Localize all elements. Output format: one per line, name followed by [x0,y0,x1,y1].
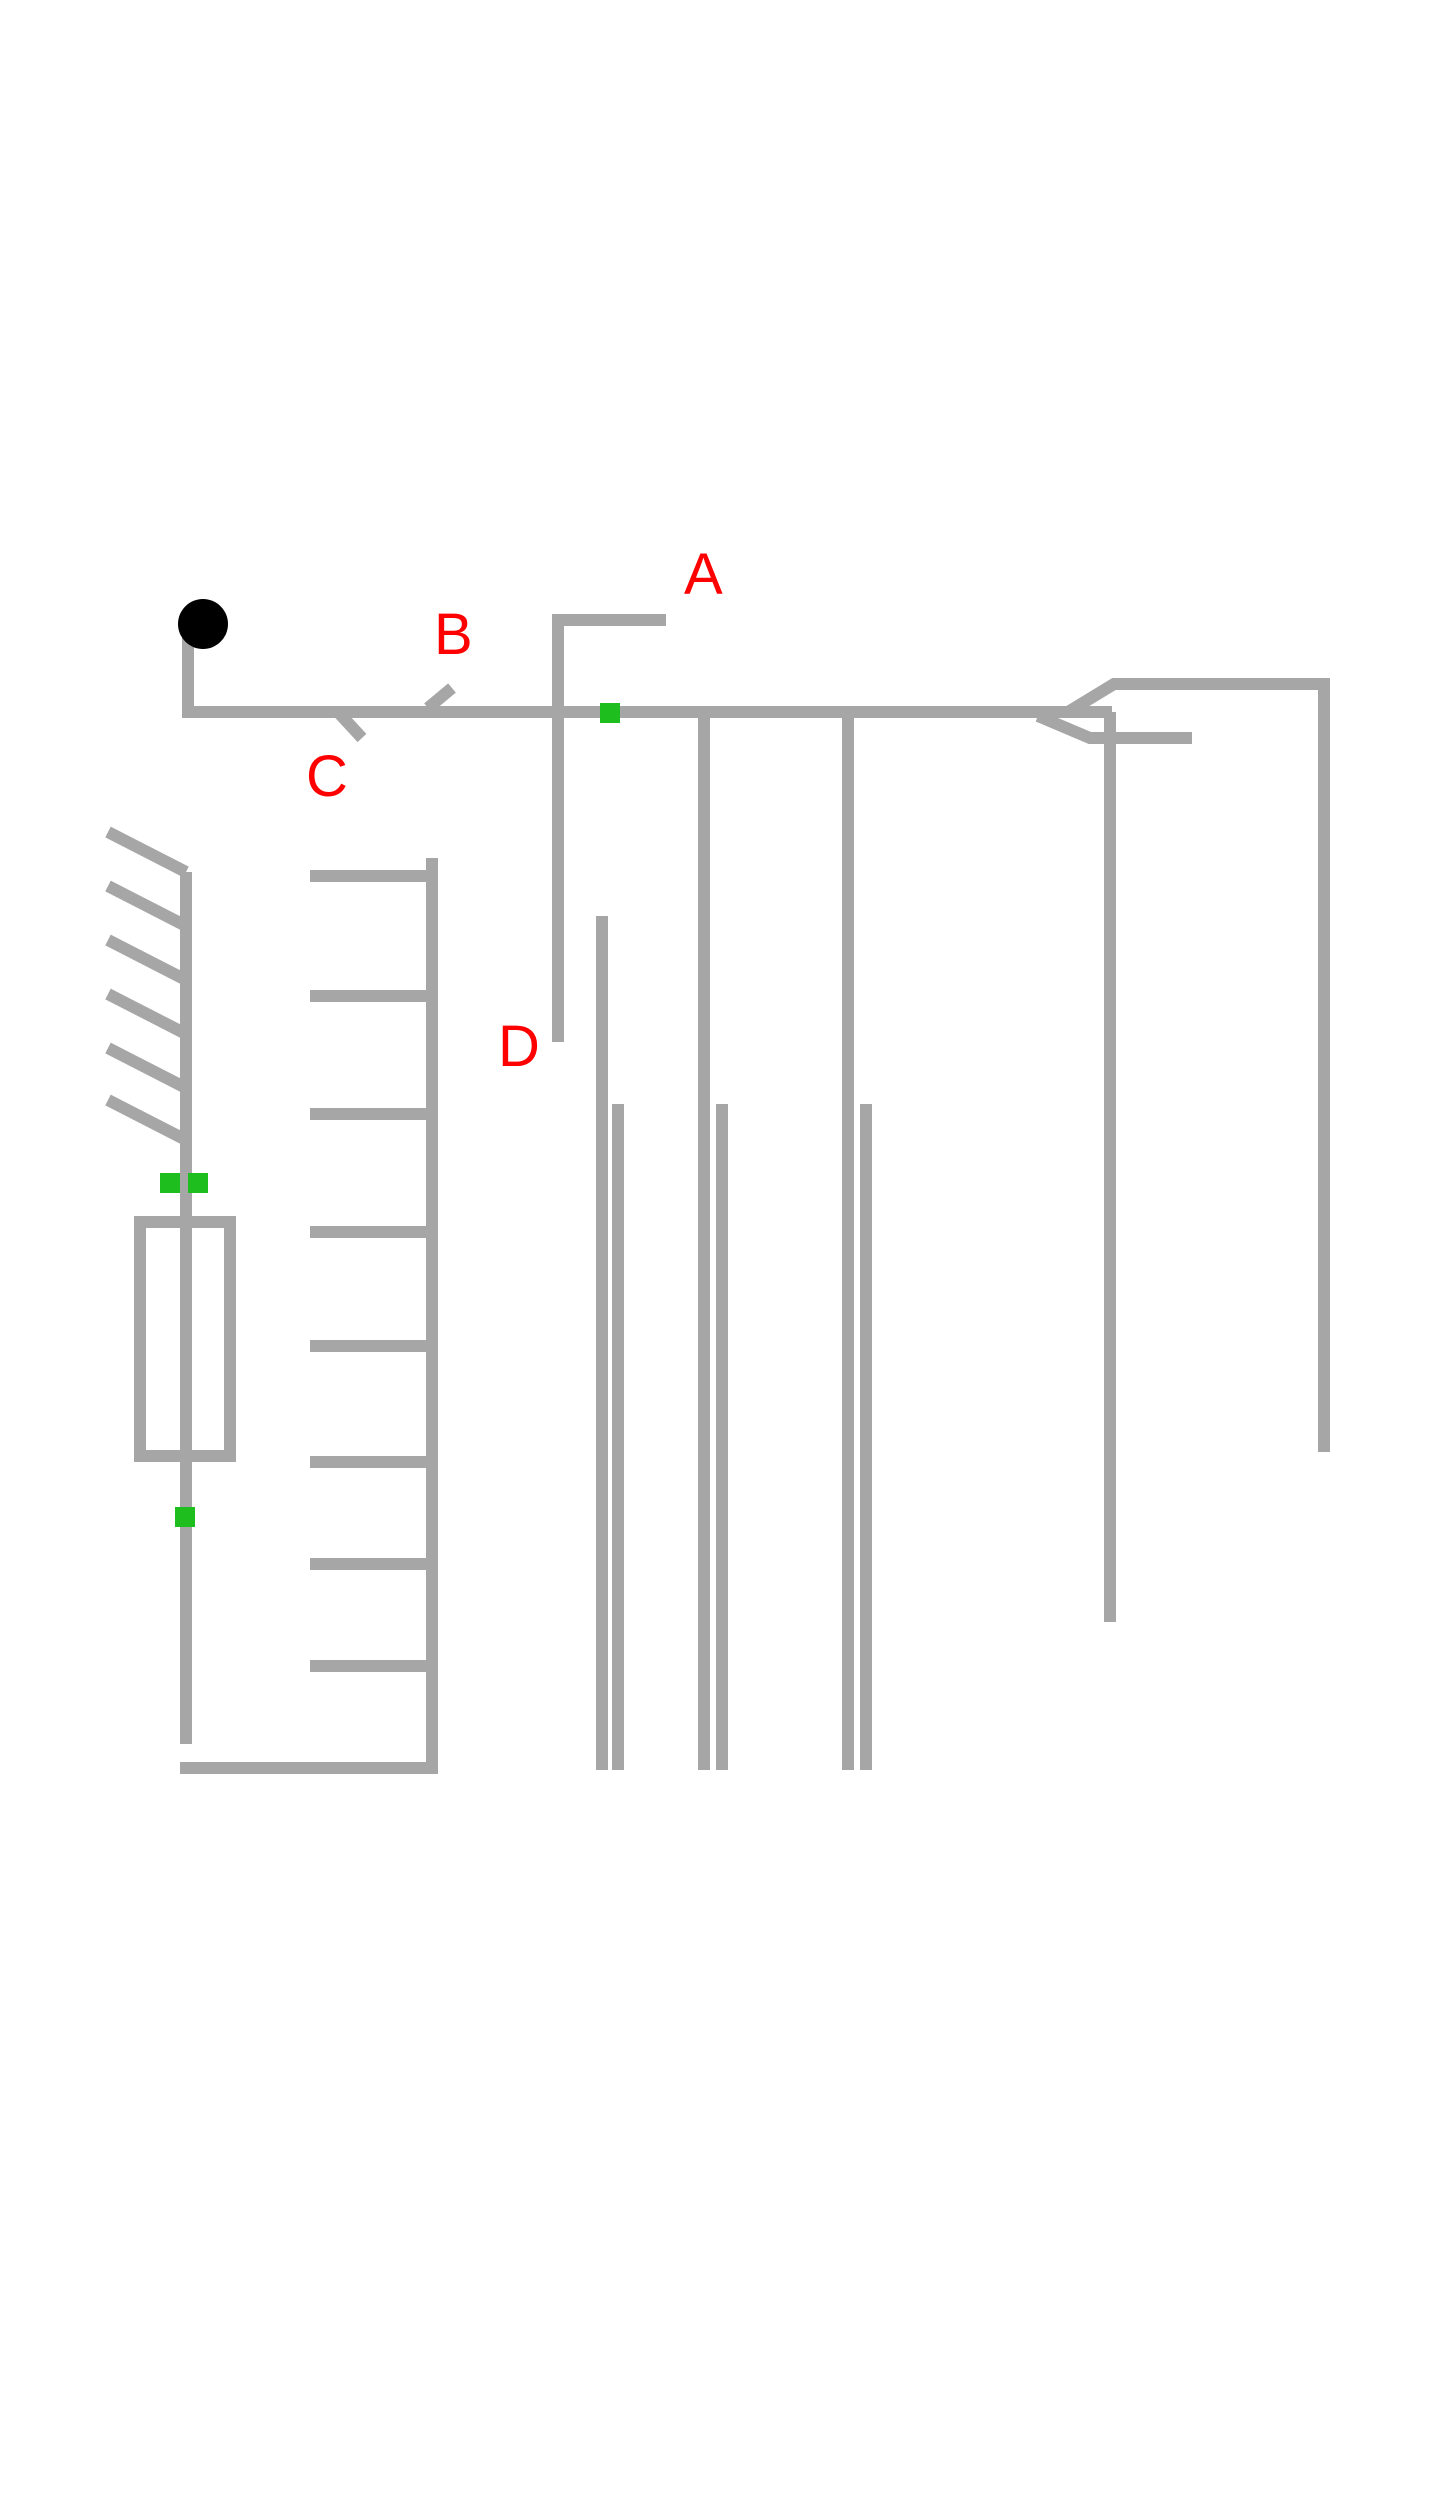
track-left-diag-4 [105,988,189,1040]
green-markers [160,703,620,1527]
track-left-diag-1 [105,826,189,878]
label-a: A [684,542,723,607]
track-left-diag-5 [105,1042,189,1094]
start-point-dot [178,599,228,649]
label-d: D [498,1014,540,1079]
track-branch-a-d [552,614,666,1042]
track-right-upper-loop [1064,678,1330,1452]
green-marker-main [600,703,620,723]
track-right-lower-spur [1035,710,1192,744]
green-marker-left-2 [188,1173,208,1193]
track-loop-rectangle [134,1216,236,1462]
green-marker-left-1 [160,1173,180,1193]
track-spur-c [333,707,367,743]
track-left-diag-3 [105,934,189,986]
label-c: C [306,744,348,809]
green-marker-left-3 [175,1507,195,1527]
track-spur-b [424,683,456,713]
track-left-diag-2 [105,880,189,932]
diagram-labels: A B C D [306,542,723,1079]
track-left-diag-6 [105,1094,189,1146]
label-b: B [434,602,473,667]
track-lines [105,614,1330,1774]
